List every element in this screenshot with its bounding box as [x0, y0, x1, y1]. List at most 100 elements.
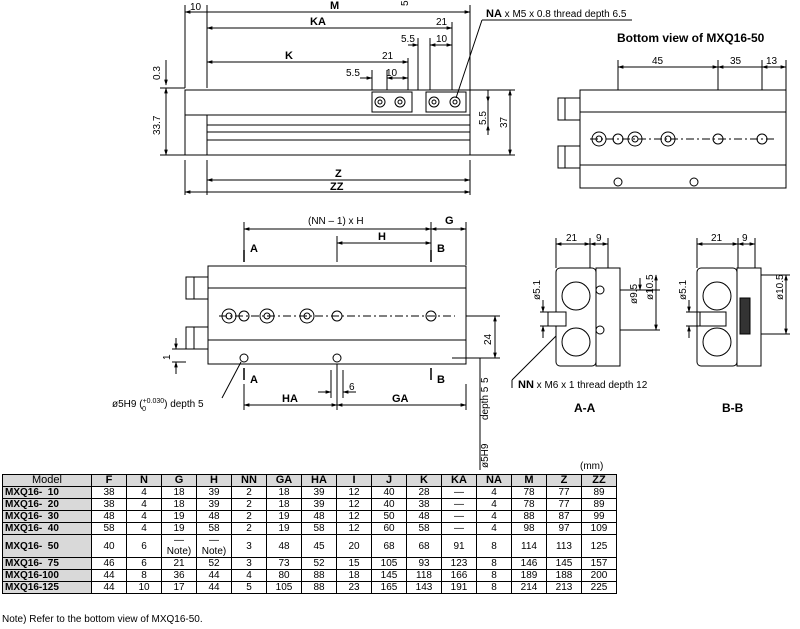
nn-label: NN: [518, 379, 534, 391]
bb-dim-9: 9: [742, 233, 748, 244]
value-cell: 38: [91, 486, 127, 499]
value-cell: 88: [301, 581, 337, 594]
value-cell: 40: [91, 534, 127, 558]
bottom-view: [557, 60, 787, 189]
dim-g: G: [445, 215, 454, 227]
value-cell: 145: [371, 569, 407, 582]
value-cell: 36: [161, 569, 197, 582]
value-cell: 89: [581, 498, 617, 511]
hole-depth: depth 5: [170, 399, 204, 410]
value-cell: 143: [406, 581, 442, 594]
value-cell: 165: [371, 581, 407, 594]
table-header-cell: NN: [231, 474, 267, 487]
value-cell: —Note): [196, 534, 232, 558]
value-cell: 48: [91, 510, 127, 523]
dim-nn-h: (NN – 1) x H: [308, 216, 364, 227]
dim-5-5-a: 5.5: [401, 34, 415, 45]
dim-10-top: 10: [190, 2, 202, 13]
bb-dim-5-1: ø5.1: [678, 280, 689, 300]
value-cell: 5: [231, 581, 267, 594]
value-cell: 58: [301, 522, 337, 535]
value-cell: 2: [231, 498, 267, 511]
dim-21-a: 21: [436, 17, 448, 28]
value-cell: 78: [511, 498, 547, 511]
dim-13: 13: [766, 56, 778, 67]
dim-5-5-b: 5.5: [346, 68, 360, 79]
value-cell: 78: [511, 486, 547, 499]
value-cell: 4: [126, 510, 162, 523]
value-cell: 19: [266, 510, 302, 523]
dim-nn-h-text: (NN – 1) x H: [308, 216, 364, 227]
value-cell: 88: [511, 510, 547, 523]
hole-dia: ø5H9: [112, 399, 137, 410]
dim-m: M: [330, 0, 339, 12]
value-cell: 39: [301, 498, 337, 511]
value-cell: 4: [231, 569, 267, 582]
value-cell: 8: [126, 569, 162, 582]
section-bb-title: B-B: [722, 401, 744, 415]
value-cell: 214: [511, 581, 547, 594]
bb-dim-21: 21: [711, 233, 723, 244]
na-label: NA: [486, 8, 502, 20]
value-cell: 44: [91, 569, 127, 582]
dim-24: 24: [483, 333, 494, 345]
table-header-cell: Z: [546, 474, 582, 487]
value-cell: 23: [336, 581, 372, 594]
value-cell: 166: [441, 569, 477, 582]
aa-dim-21: 21: [566, 233, 578, 244]
model-cell: MXQ16-125: [2, 581, 92, 594]
dim-ka: KA: [310, 16, 326, 28]
value-cell: 58: [91, 522, 127, 535]
value-cell: 60: [371, 522, 407, 535]
value-cell: 6: [126, 557, 162, 570]
dim-1: 1: [162, 354, 173, 360]
value-cell: 114: [511, 534, 547, 558]
hole-callout-vertical: ø5H9: [480, 443, 491, 468]
section-a-top: A: [250, 243, 258, 255]
model-cell: MXQ16- 20: [2, 498, 92, 511]
value-cell: 98: [511, 522, 547, 535]
dim-37: 37: [499, 116, 510, 128]
model-cell: MXQ16- 10: [2, 486, 92, 499]
value-cell: 18: [266, 486, 302, 499]
value-cell: 88: [301, 569, 337, 582]
value-cell: 188: [546, 569, 582, 582]
value-cell: 50: [371, 510, 407, 523]
technical-drawing: 10 M KA 21 5.5 10 K 21 5.5 10 0.3 33.7 5…: [112, 0, 790, 470]
value-cell: 77: [546, 498, 582, 511]
model-cell: MXQ16- 50: [2, 534, 92, 558]
value-cell: 19: [161, 510, 197, 523]
value-cell: 18: [161, 486, 197, 499]
dim-ga: GA: [392, 393, 409, 405]
value-cell: 200: [581, 569, 617, 582]
table-header-cell: I: [336, 474, 372, 487]
value-cell: 4: [126, 522, 162, 535]
nn-callout: NN x M6 x 1 thread depth 12: [518, 379, 648, 391]
value-cell: 39: [196, 498, 232, 511]
value-cell: 4: [126, 498, 162, 511]
section-a-bottom: A: [250, 374, 258, 386]
aa-dim-10-5: ø10.5: [645, 274, 656, 300]
section-bb-labels: 21 9 ø5.1 ø10.5 B-B: [678, 233, 786, 415]
value-cell: 146: [511, 557, 547, 570]
value-cell: 97: [546, 522, 582, 535]
dim-45: 45: [652, 56, 664, 67]
model-cell: MXQ16- 75: [2, 557, 92, 570]
dim-10-b: 10: [386, 68, 398, 79]
model-cell: MXQ16-100: [2, 569, 92, 582]
value-cell: 18: [161, 498, 197, 511]
value-cell: 213: [546, 581, 582, 594]
value-cell: 87: [546, 510, 582, 523]
value-cell: 48: [266, 534, 302, 558]
value-cell: 8: [476, 534, 512, 558]
value-cell: 58: [196, 522, 232, 535]
table-header-cell: ZZ: [581, 474, 617, 487]
dim-k: K: [285, 50, 293, 62]
value-cell: 189: [511, 569, 547, 582]
top-view: [160, 5, 632, 195]
